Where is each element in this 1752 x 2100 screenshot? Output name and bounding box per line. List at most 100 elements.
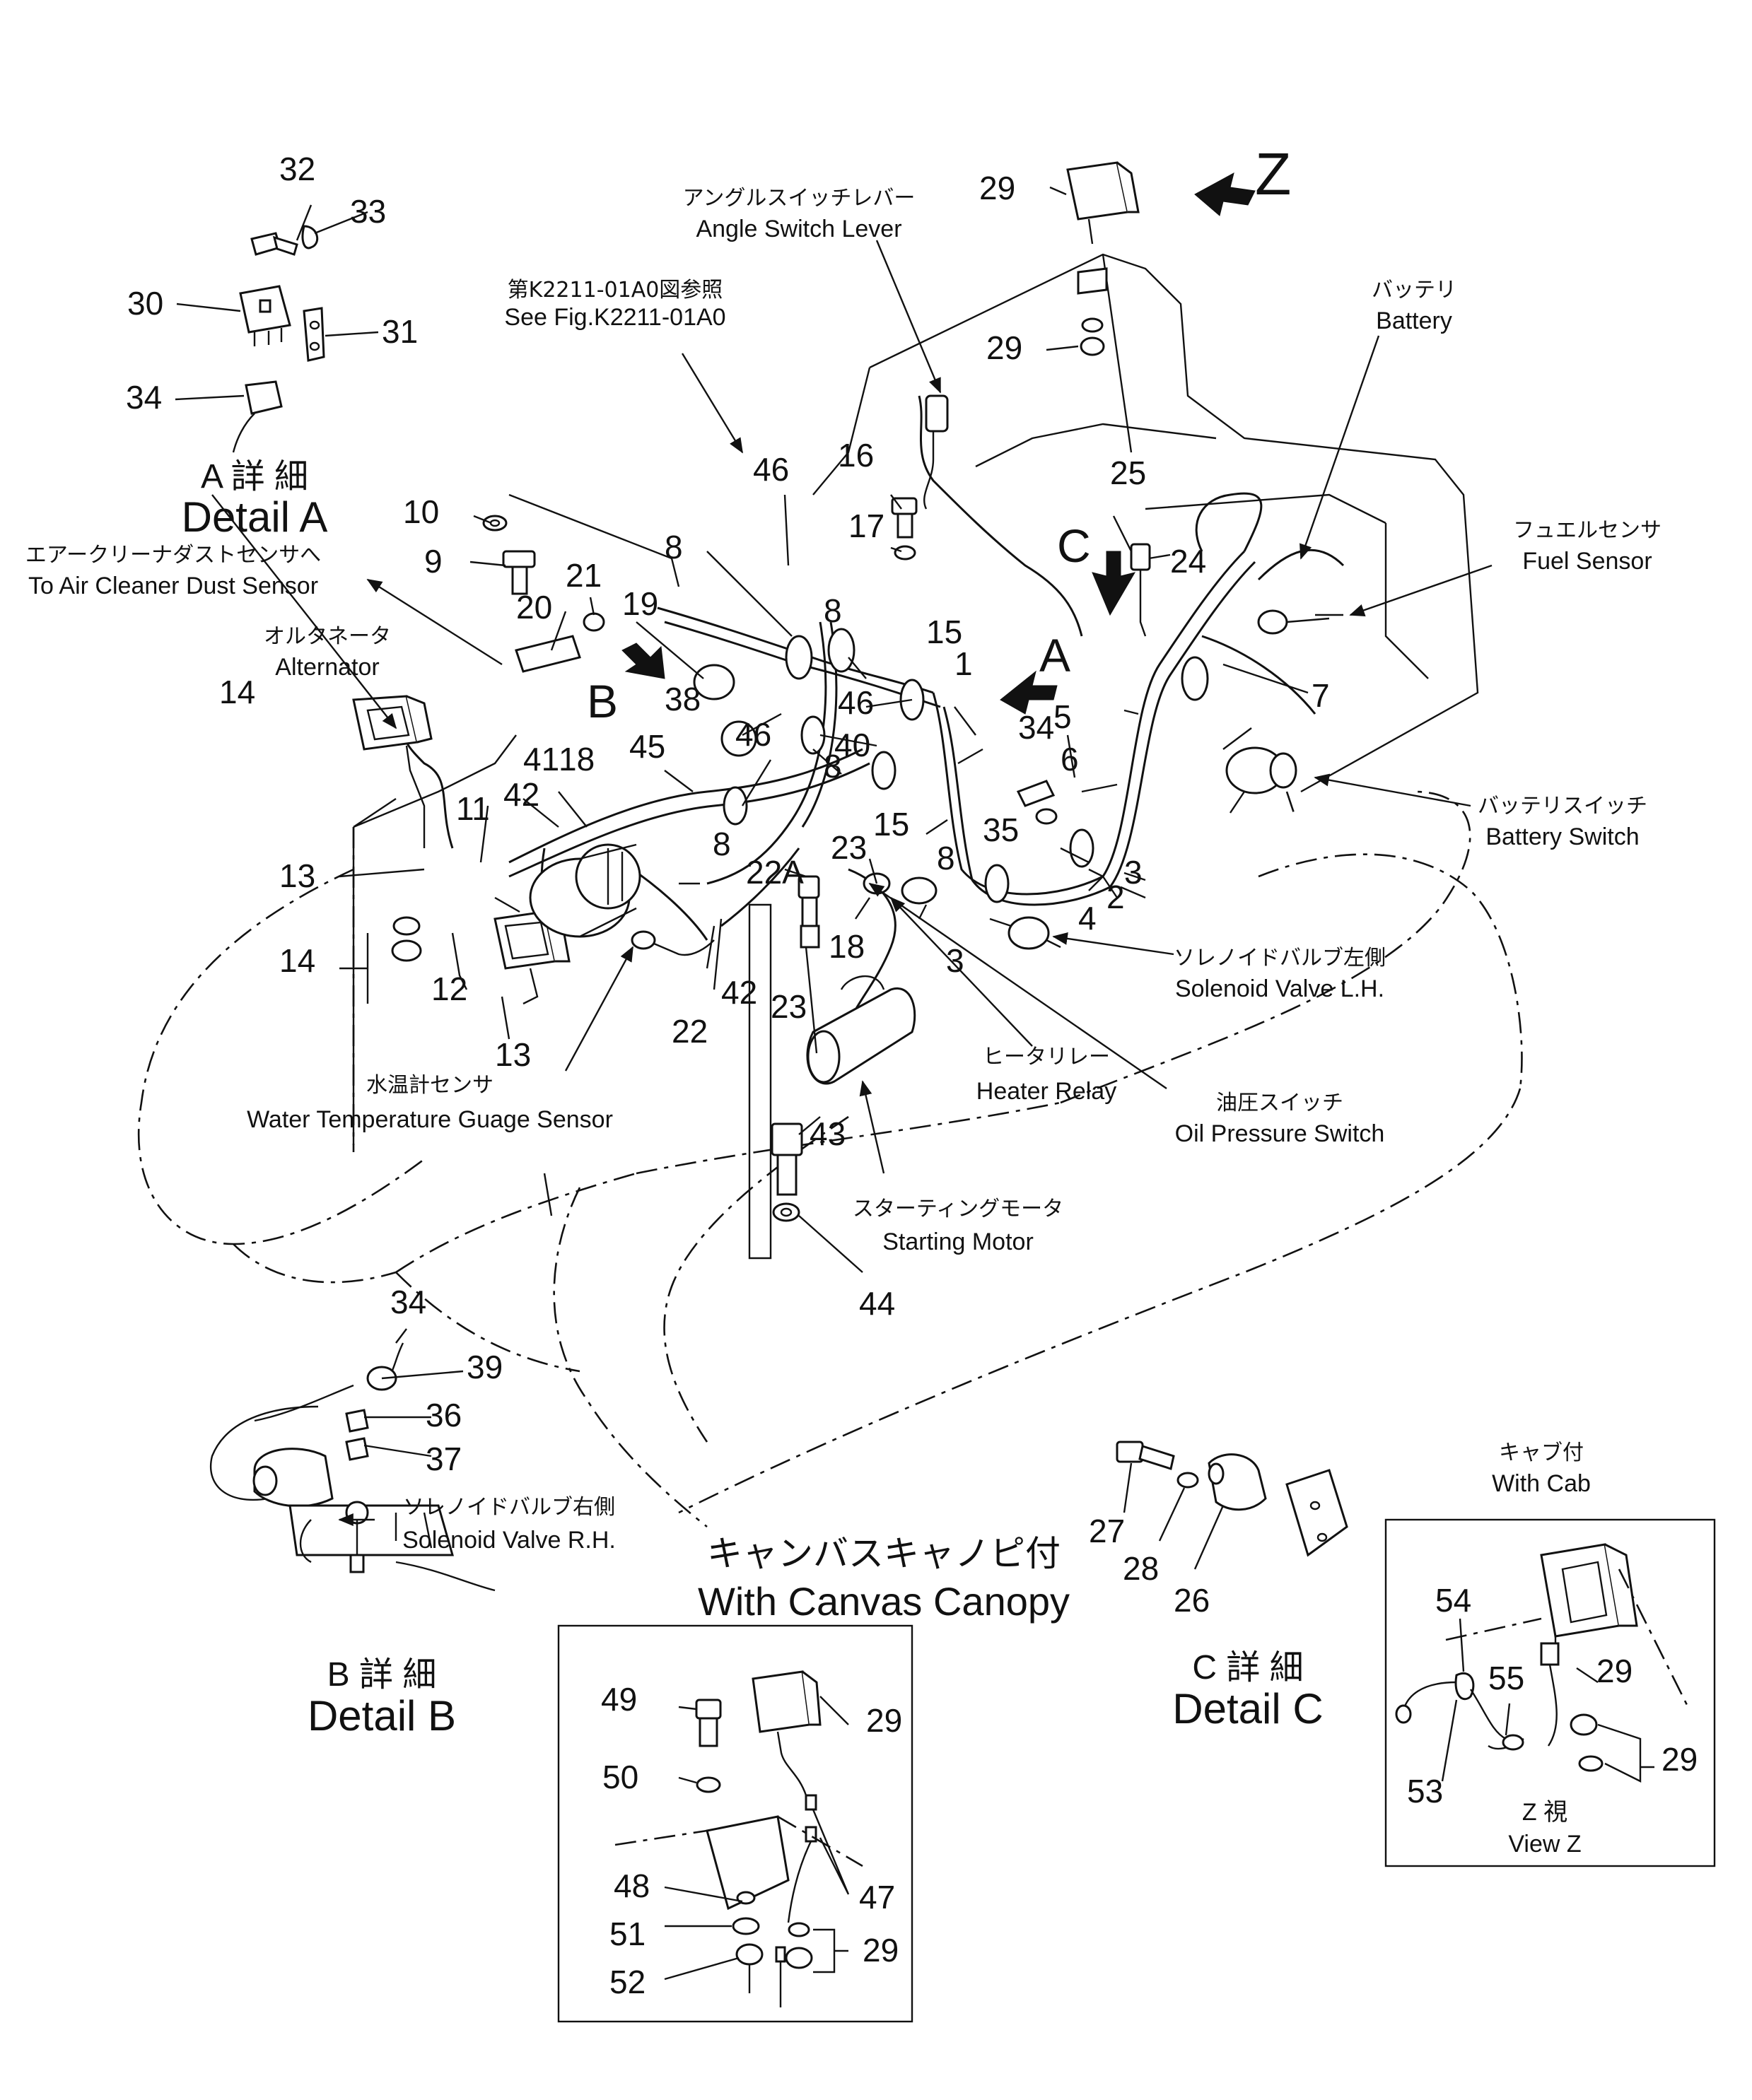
part-number: 18: [829, 928, 865, 965]
part-number: 28: [1123, 1550, 1159, 1587]
part-number: 3: [1124, 854, 1143, 891]
part-number: 49: [601, 1681, 637, 1718]
callout-alternator: オルタネータ Alternator: [264, 624, 391, 681]
part-number: 38: [665, 681, 701, 717]
callout-jp: 油圧スイッチ: [1216, 1091, 1343, 1115]
callout-jp: バッテリ: [1372, 278, 1456, 303]
relay-icon: [693, 664, 757, 757]
view-arrow-z: [1194, 172, 1256, 216]
bolt-icon: [502, 550, 536, 595]
part-number: 42: [503, 776, 539, 813]
part-number: 29: [986, 329, 1022, 366]
part-number: 2: [1106, 879, 1125, 915]
callout-en: Oil Pressure Switch: [1175, 1120, 1385, 1147]
part-number: 23: [771, 988, 807, 1025]
callout-battery: バッテリ Battery: [1372, 278, 1456, 334]
part-number: 54: [1435, 1582, 1471, 1619]
view-letter-z: Z: [1255, 141, 1291, 207]
bolt-icon: [798, 875, 820, 949]
callout-jp: ソレノイドバルブ右側: [403, 1495, 615, 1520]
part-number: 8: [824, 748, 842, 785]
detail-a-parts: [232, 225, 325, 453]
callout-battery-switch: バッテリスイッチ Battery Switch: [1478, 794, 1647, 850]
part-number: 32: [279, 151, 315, 187]
callout-en: Starting Motor: [882, 1228, 1034, 1255]
callout-see-fig: 第K2211-01A0図参照 See Fig.K2211-01A0: [504, 278, 725, 331]
fuel-sensor-icon: [1257, 609, 1343, 635]
callout-solenoid-lh: ソレノイドバルブ左側 Solenoid Valve L.H.: [1174, 946, 1386, 1002]
part-number: 29: [1662, 1741, 1698, 1778]
part-number: 52: [609, 1964, 646, 2000]
water-temperature-sensor-icon: [631, 930, 715, 956]
detail-title-jp: キャンバスキャノピ付: [707, 1534, 1061, 1573]
nut-icon: [391, 916, 422, 962]
part-number: 46: [735, 716, 771, 753]
view-letter-b: B: [587, 675, 618, 727]
part-number: 6: [1061, 741, 1079, 778]
callout-jp: アングルスイッチレバー: [683, 186, 916, 211]
detail-title-en: Detail C: [1172, 1685, 1323, 1732]
part-number: 13: [279, 857, 315, 894]
part-number: 36: [426, 1397, 462, 1433]
detail-a-title: A 詳 細 Detail A: [182, 458, 328, 541]
detail-b-title: B 詳 細 Detail B: [308, 1656, 456, 1740]
part-number: 42: [721, 974, 757, 1011]
canopy-parts: [614, 1670, 863, 2007]
part-number: 27: [1089, 1513, 1125, 1549]
part-number: 22A: [746, 854, 804, 891]
part-number: 4: [1078, 900, 1097, 937]
callout-heater-relay: ヒータリレー Heater Relay: [976, 1045, 1116, 1105]
part-number: 34: [390, 1284, 426, 1320]
callout-jp: 水温計センサ: [366, 1073, 494, 1098]
part-number: 20: [516, 589, 552, 626]
work-lamp-icon: [352, 695, 433, 848]
part-number: 13: [495, 1036, 531, 1073]
bolt-icon: [891, 497, 918, 561]
callout-solenoid-rh: ソレノイドバルブ右側 Solenoid Valve R.H.: [402, 1495, 616, 1554]
part-number: 46: [753, 451, 789, 488]
detail-title-jp: Z 視: [1522, 1799, 1567, 1826]
callout-angle-switch-lever: アングルスイッチレバー Angle Switch Lever: [683, 186, 916, 242]
view-letter-a: A: [1039, 629, 1070, 681]
part-number: 29: [1596, 1653, 1633, 1689]
alternator-icon: [529, 843, 641, 938]
callout-en: Heater Relay: [976, 1078, 1116, 1105]
washer-icon: [482, 515, 508, 532]
part-number: 17: [848, 508, 884, 544]
detail-title-jp: C 詳 細: [1192, 1649, 1303, 1687]
callout-jp: キャブ付: [1499, 1441, 1584, 1465]
part-number: 7: [1312, 677, 1330, 714]
callout-en: Alternator: [275, 654, 379, 681]
part-number: 1: [954, 645, 973, 682]
part-number: 15: [873, 806, 909, 843]
part-number: 29: [866, 1702, 902, 1739]
part-number: 53: [1407, 1773, 1443, 1809]
wiring-harness: [405, 395, 1345, 1026]
part-number: 30: [127, 285, 163, 322]
bolt-icon: [1016, 780, 1058, 825]
part-number: 31: [382, 313, 418, 350]
part-number: 10: [403, 493, 439, 530]
part-number: 19: [622, 585, 658, 622]
part-number: 21: [566, 557, 602, 594]
callout-oil-pressure: 油圧スイッチ Oil Pressure Switch: [1175, 1091, 1385, 1147]
view-arrow-a: [1000, 670, 1058, 715]
part-number: 8: [937, 840, 955, 876]
part-number: 41: [523, 741, 559, 778]
detail-title-en: With Canvas Canopy: [698, 1579, 1070, 1624]
callout-water-temp: 水温計センサ Water Temperature Guage Sensor: [247, 1073, 613, 1133]
callout-starting-motor: スターティングモータ Starting Motor: [853, 1197, 1063, 1255]
callout-en: Battery: [1376, 307, 1452, 334]
part-number: 33: [350, 193, 386, 230]
bolt-icon: [771, 1122, 803, 1222]
top-lamp-icon: [1066, 161, 1140, 356]
part-number: 44: [859, 1285, 895, 1322]
callout-jp: ソレノイドバルブ左側: [1174, 946, 1386, 970]
part-number: 39: [467, 1349, 503, 1385]
canopy-title: キャンバスキャノピ付 With Canvas Canopy: [698, 1534, 1070, 1624]
view-letter-c: C: [1057, 520, 1091, 572]
part-number: 34: [126, 379, 162, 416]
part-number: 43: [810, 1115, 846, 1152]
callout-jp: バッテリスイッチ: [1478, 794, 1647, 819]
